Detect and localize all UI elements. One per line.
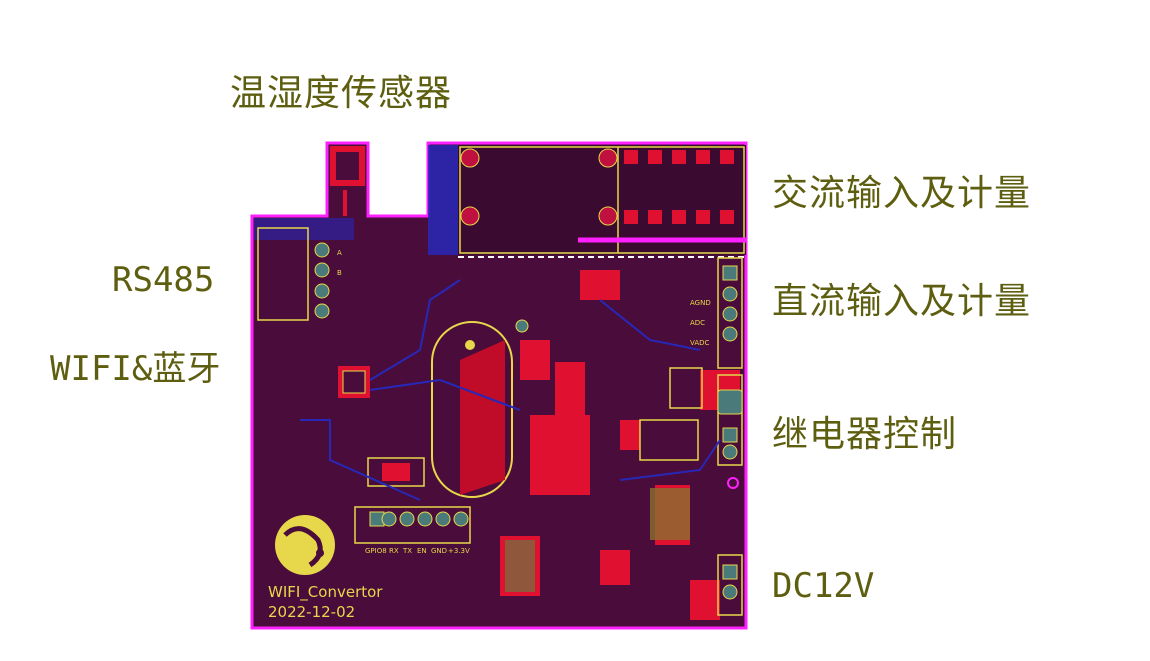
rs485-pin-label: A [337,249,342,257]
label-relay-control: 继电器控制 [772,414,958,455]
label-wifi-bluetooth: WIFI&蓝牙 [50,349,221,389]
label-ac-input: 交流输入及计量 [772,173,1032,214]
label-rs485: RS485 [112,260,215,300]
header-pin-label: TX [402,547,412,555]
board-name-silk: WIFI_Convertor [268,583,383,602]
espressif-logo-icon [275,515,335,575]
dc-pin-label: VADC [690,339,710,347]
rs485-pin-label: B [337,269,342,277]
label-temp-humidity-sensor: 温湿度传感器 [230,73,453,114]
header-pin-label: GPIO8 [365,547,387,555]
header-pin-label: EN [417,547,427,555]
header-pin-label: +3.3V [448,547,470,555]
board-date-silk: 2022-12-02 [268,603,355,621]
label-dc12v: DC12V [772,566,875,606]
dc-pin-label: ADC [690,319,705,327]
header-pin-label: GND [431,547,447,555]
header-pin-label: RX [389,547,399,555]
dc-pin-label: AGND [690,299,711,307]
label-dc-input: 直流输入及计量 [772,281,1032,322]
